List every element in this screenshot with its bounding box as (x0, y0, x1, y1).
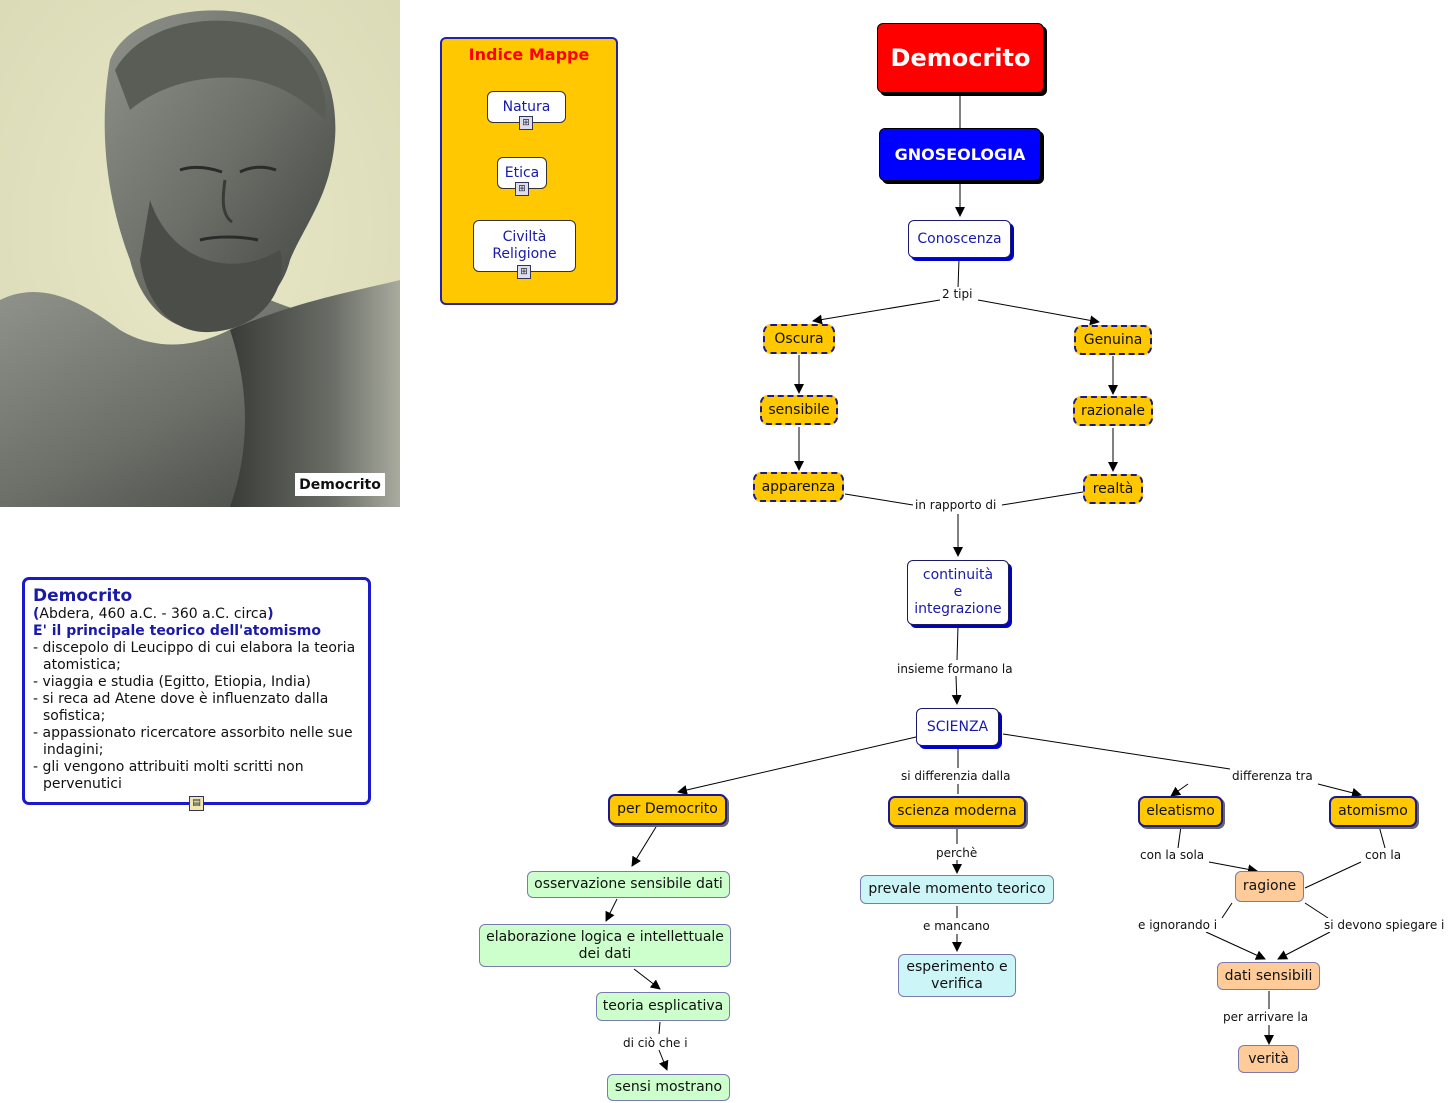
map-title-node[interactable]: Democrito (877, 23, 1044, 93)
node-scienza[interactable]: SCIENZA (916, 708, 999, 746)
node-osservazione[interactable]: osservazione sensibile dati (527, 871, 730, 898)
node-dati-sensibili[interactable]: dati sensibili (1217, 962, 1320, 990)
link-label: con la (1363, 848, 1404, 862)
note-icon[interactable]: ▤ (189, 796, 204, 811)
node-verita[interactable]: verità (1238, 1045, 1299, 1073)
info-origin: Abdera, 460 a.C. - 360 a.C. circa (39, 606, 268, 622)
link-label: differenza tra (1230, 769, 1315, 783)
info-bullet: - gli vengono attribuiti molti scritti n… (33, 759, 304, 792)
info-bullet: - appassionato ricercatore assorbito nel… (33, 725, 353, 758)
node-esperimento-verifica[interactable]: esperimento e verifica (898, 954, 1016, 997)
node-sensibile[interactable]: sensibile (760, 395, 838, 425)
bust-illustration (0, 0, 400, 507)
info-title: Democrito (33, 586, 133, 606)
node-prevale-momento-teorico[interactable]: prevale momento teorico (860, 875, 1054, 904)
node-apparenza[interactable]: apparenza (753, 472, 844, 502)
node-realta[interactable]: realtà (1083, 474, 1143, 504)
node-eleatismo[interactable]: eleatismo (1138, 796, 1223, 827)
democrito-bust-photo: Democrito (0, 0, 400, 507)
node-atomismo[interactable]: atomismo (1329, 796, 1417, 827)
index-maps-panel: Indice Mappe Natura ⊞ Etica ⊞ Civiltà Re… (440, 37, 618, 305)
link-label: si devono spiegare i (1322, 918, 1447, 932)
node-continuita[interactable]: continuità e integrazione (907, 560, 1009, 625)
link-label: con la sola (1138, 848, 1207, 862)
info-bullet: - discepolo di Leucippo di cui elabora l… (33, 640, 356, 673)
submap-icon[interactable]: ⊞ (519, 116, 533, 130)
info-origin-line: (Abdera, 460 a.C. - 360 a.C. circa) (33, 606, 274, 622)
info-bullet: - si reca ad Atene dove è influenzato da… (33, 691, 329, 724)
node-scienza-moderna[interactable]: scienza moderna (888, 796, 1026, 827)
democrito-info-box: Democrito (Abdera, 460 a.C. - 360 a.C. c… (22, 577, 371, 805)
node-oscura[interactable]: Oscura (763, 324, 835, 354)
link-label: insieme formano la (895, 662, 1015, 676)
link-label: e ignorando i (1136, 918, 1220, 932)
index-title: Indice Mappe (468, 45, 590, 64)
link-label: per arrivare la (1221, 1010, 1311, 1024)
info-subtitle: E' il principale teorico dell'atomismo (33, 623, 322, 639)
link-label: di ciò che i (621, 1036, 690, 1050)
index-link-label: Etica (504, 164, 540, 181)
node-ragione[interactable]: ragione (1235, 871, 1304, 902)
index-link-label: Natura (502, 98, 551, 115)
link-label: e mancano (921, 919, 992, 933)
node-sensi-mostrano[interactable]: sensi mostrano (607, 1074, 730, 1101)
link-label: 2 tipi (940, 287, 975, 301)
link-label: perchè (934, 846, 980, 860)
link-label: in rapporto di (913, 498, 999, 512)
node-elaborazione[interactable]: elaborazione logica e intellettuale dei … (479, 924, 731, 967)
index-link-label: Civiltà Religione (492, 229, 557, 262)
index-link-etica[interactable]: Etica (497, 157, 547, 189)
node-genuina[interactable]: Genuina (1074, 325, 1152, 355)
node-conoscenza[interactable]: Conoscenza (908, 220, 1011, 258)
node-per-democrito[interactable]: per Democrito (608, 794, 727, 825)
node-razionale[interactable]: razionale (1073, 396, 1153, 426)
submap-icon[interactable]: ⊞ (515, 182, 529, 196)
link-label: si differenzia dalla (899, 769, 1013, 783)
index-link-civilta-religione[interactable]: Civiltà Religione (473, 220, 576, 272)
submap-icon[interactable]: ⊞ (517, 265, 531, 279)
section-gnoseologia-node[interactable]: GNOSEOLOGIA (879, 128, 1041, 181)
info-bullet: - viaggia e studia (Egitto, Etiopia, Ind… (33, 674, 311, 690)
photo-caption: Democrito (295, 473, 385, 496)
node-teoria-esplicativa[interactable]: teoria esplicativa (596, 992, 730, 1021)
